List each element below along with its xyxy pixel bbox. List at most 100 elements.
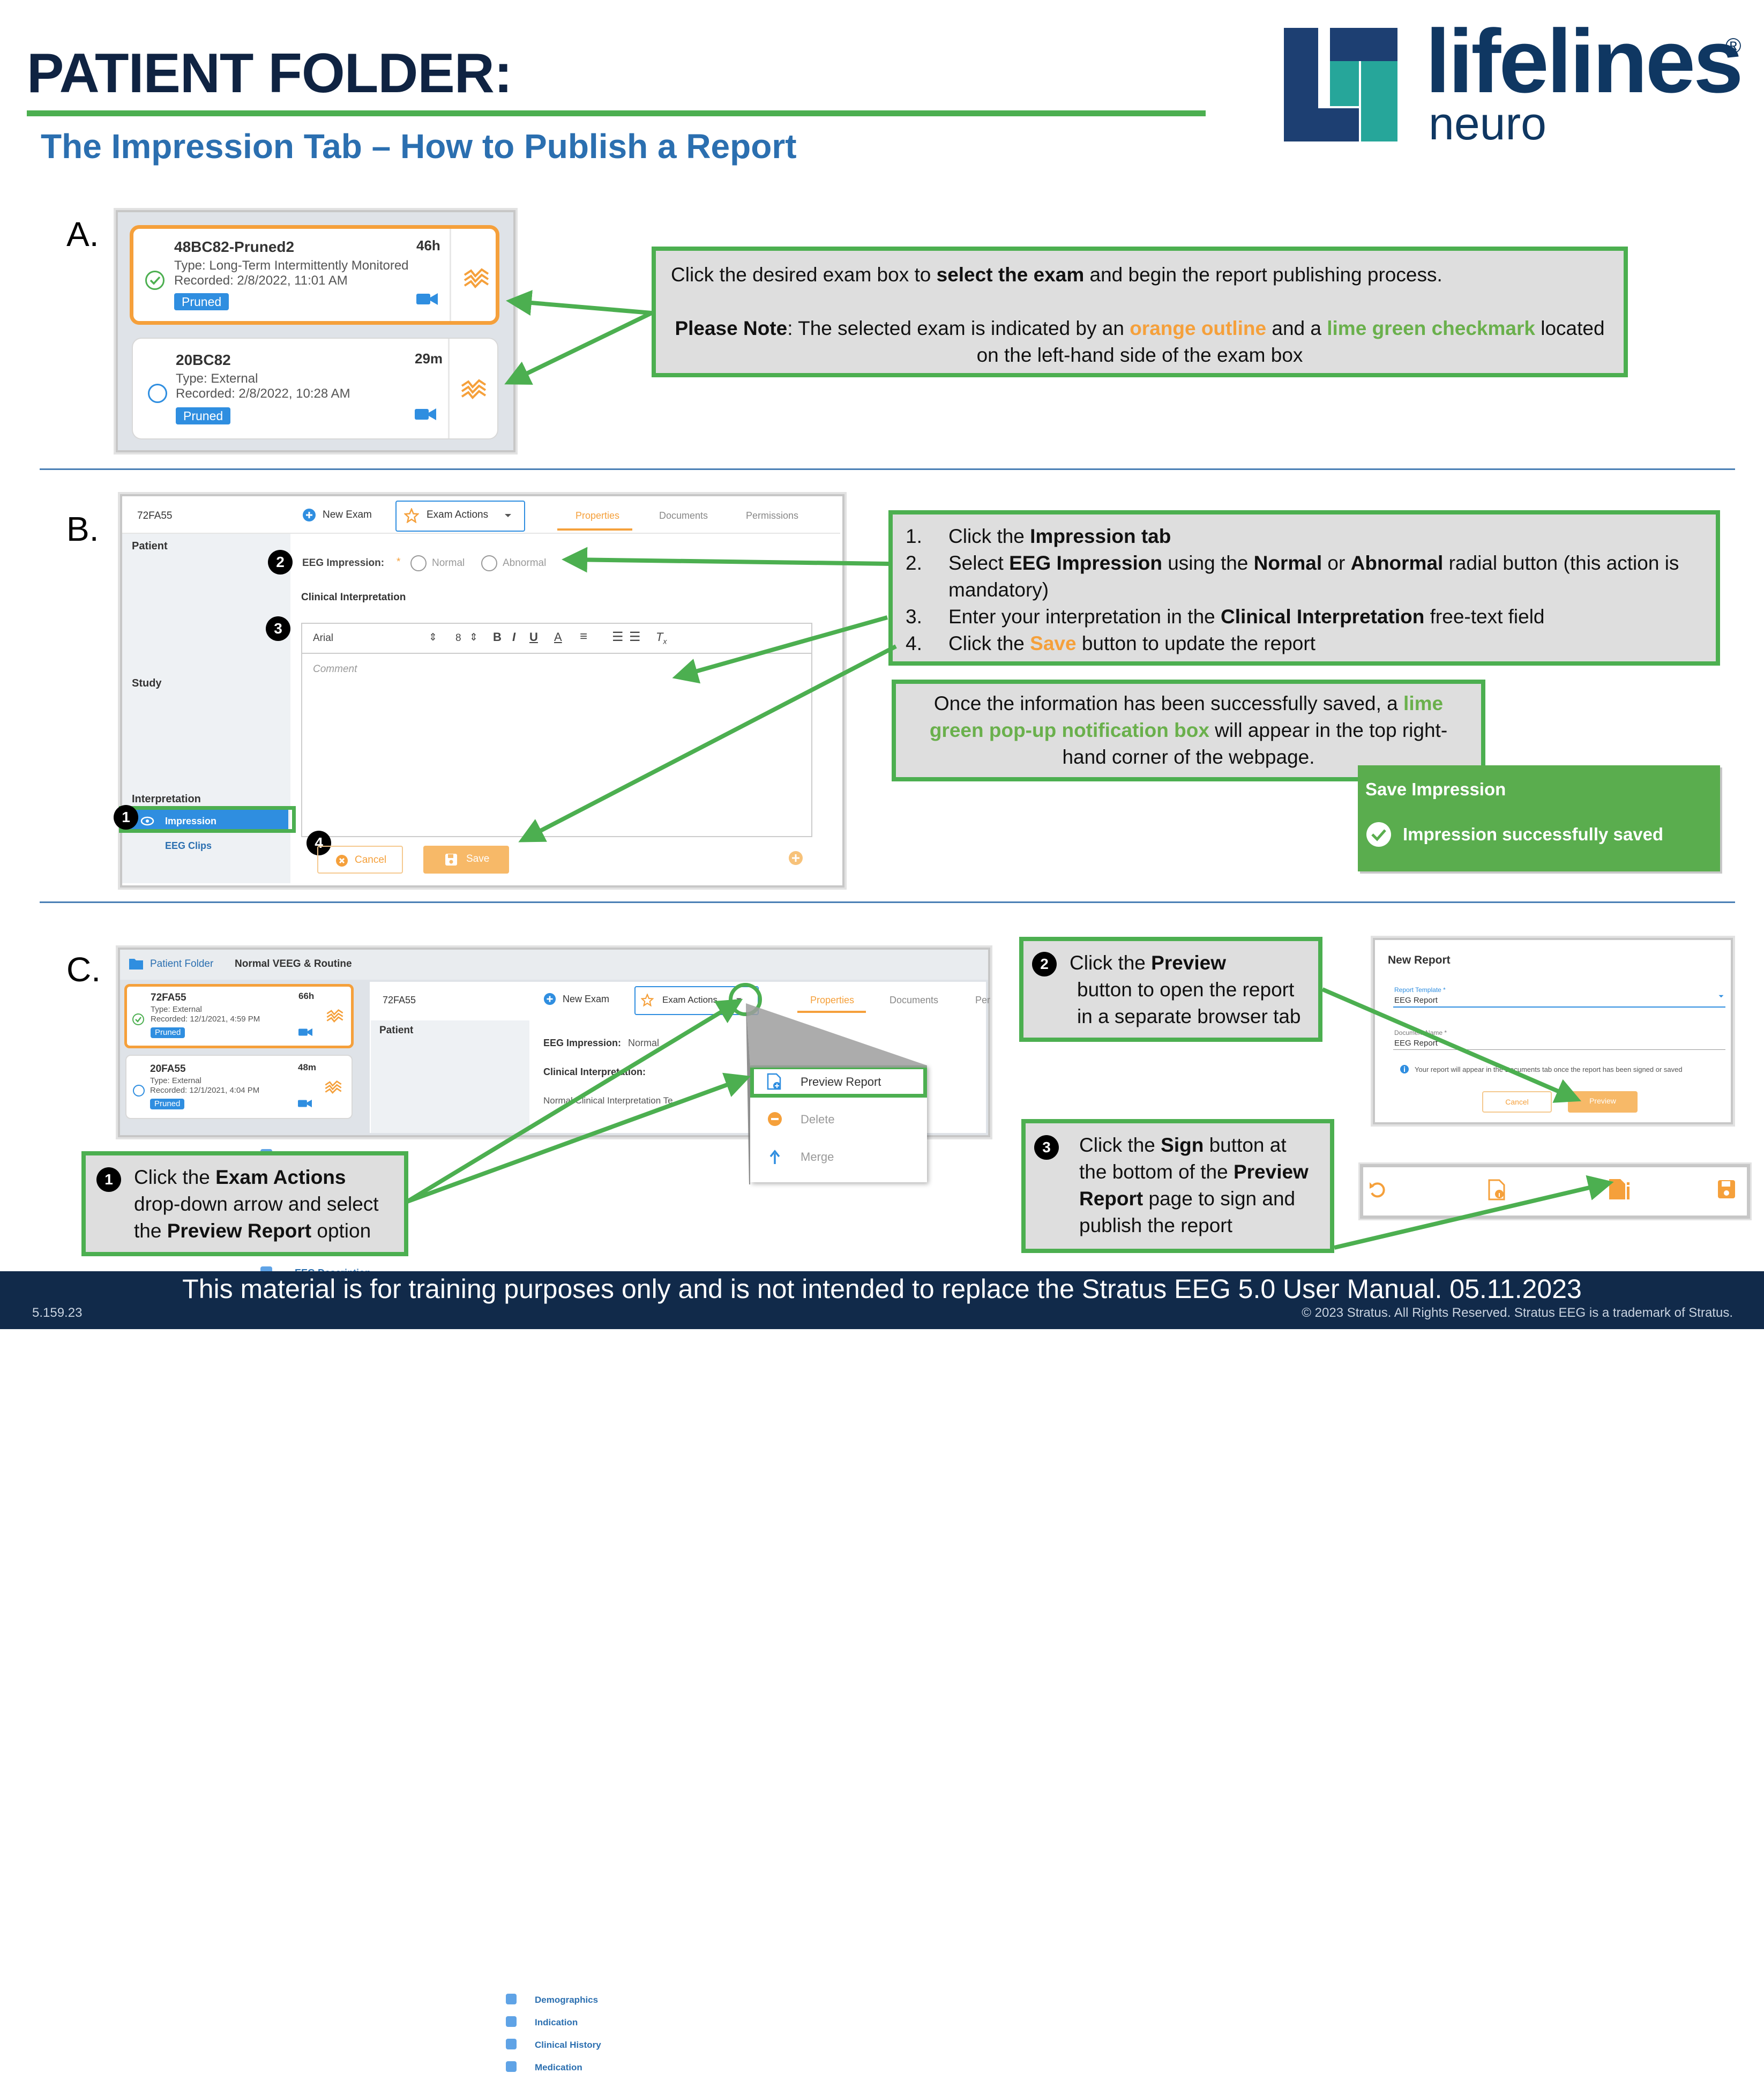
- exam-recorded: Recorded: 12/1/2021, 4:59 PM: [151, 1015, 260, 1024]
- eeg-impression-label: EEG Impression:: [302, 557, 385, 569]
- video-icon: [298, 1099, 312, 1108]
- eeg-wave-icon[interactable]: [464, 265, 489, 292]
- italic-icon[interactable]: I: [512, 630, 516, 644]
- sidebar-item[interactable]: Demographics: [535, 1995, 599, 2005]
- section-c-step2-box: 2 Click the Preview button to open the r…: [1019, 937, 1322, 1042]
- medication-icon: [506, 2061, 517, 2072]
- bullet-list-icon[interactable]: ☰: [629, 630, 641, 644]
- new-exam-button[interactable]: New Exam: [543, 993, 609, 1008]
- exam-recorded: Recorded: 2/8/2022, 10:28 AM: [176, 386, 350, 401]
- exam-card-selected[interactable]: 72FA55 Type: External Recorded: 12/1/202…: [124, 984, 354, 1048]
- tab-properties[interactable]: Properties: [810, 995, 855, 1005]
- nav-section-patient: Patient: [379, 1025, 414, 1036]
- floppy-disk-icon[interactable]: [1717, 1179, 1736, 1199]
- video-icon: [415, 407, 436, 424]
- save-button[interactable]: Save: [423, 846, 509, 874]
- exam-duration: 48m: [298, 1062, 317, 1072]
- add-circle-icon[interactable]: [788, 850, 804, 866]
- exam-list-panel: 48BC82-Pruned2 Type: Long-Term Intermitt…: [116, 210, 515, 452]
- tab-documents[interactable]: Documents: [659, 510, 708, 521]
- title-underline: [27, 110, 1206, 116]
- section-b-letter: B.: [66, 510, 99, 548]
- document-add-icon: [767, 1073, 781, 1090]
- clinical-interpretation-editor[interactable]: Arial ⇕ 8 ⇕ B I U A ≡ ☰ ☰ Tx Comment: [301, 623, 812, 837]
- report-template-label: Report Template *: [1394, 986, 1446, 994]
- exam-id: 20BC82: [176, 352, 231, 368]
- star-icon: [404, 508, 419, 523]
- cancel-button[interactable]: Cancel: [1482, 1091, 1552, 1113]
- sidebar-item-impression[interactable]: Impression: [122, 809, 288, 833]
- pruned-badge: Pruned: [150, 1099, 185, 1109]
- step-number: 4: [307, 831, 331, 855]
- step-line: 1.Click the Impression tab: [906, 525, 1171, 547]
- folder-header: [120, 950, 988, 980]
- eye-icon: [140, 816, 154, 826]
- cancel-button[interactable]: Cancel: [317, 846, 403, 874]
- step-line: 3.Enter your interpretation in the Clini…: [906, 606, 1545, 628]
- report-template-select[interactable]: EEG Report: [1394, 996, 1438, 1005]
- footer-copyright: © 2023 Stratus. All Rights Reserved. Str…: [1302, 1306, 1733, 1320]
- close-circle-icon: [336, 855, 348, 867]
- eeg-wave-icon[interactable]: [461, 376, 487, 402]
- menu-item-delete[interactable]: Delete: [750, 1103, 927, 1135]
- video-icon: [416, 292, 438, 309]
- exam-actions-button[interactable]: Exam Actions: [395, 501, 525, 532]
- nav-section-patient: Patient: [132, 540, 168, 552]
- sidebar-item[interactable]: Indication: [535, 2017, 578, 2027]
- patient-folder-link[interactable]: Patient Folder: [150, 958, 214, 970]
- exam-recorded: Recorded: 2/8/2022, 11:01 AM: [174, 273, 348, 288]
- clear-format-icon[interactable]: Tx: [656, 630, 667, 646]
- radio-normal[interactable]: [410, 555, 427, 571]
- exam-duration: 46h: [416, 237, 440, 253]
- exam-card[interactable]: 20BC82 Type: External Recorded: 2/8/2022…: [132, 338, 498, 439]
- font-size-select[interactable]: 8: [455, 632, 461, 644]
- underline-icon[interactable]: U: [529, 630, 538, 644]
- tab-documents[interactable]: Documents: [890, 995, 939, 1005]
- pruned-badge: Pruned: [151, 1027, 185, 1038]
- exam-type: Type: External: [150, 1076, 201, 1085]
- exam-recorded: Recorded: 12/1/2021, 4:04 PM: [150, 1086, 260, 1095]
- document-name-input[interactable]: EEG Report: [1394, 1039, 1438, 1048]
- exam-id: 72FA55: [151, 992, 186, 1003]
- tab-permissions[interactable]: Permissions: [746, 510, 799, 521]
- callout-arrows: [406, 290, 1614, 1250]
- exam-card-selected[interactable]: 48BC82-Pruned2 Type: Long-Term Intermitt…: [130, 225, 499, 325]
- folder-name: Normal VEEG & Routine: [235, 958, 352, 970]
- section-c-step3-box: 3 Click the Sign button at the bottom of…: [1021, 1119, 1334, 1253]
- sidebar-item-eeg-clips[interactable]: EEG Clips: [165, 840, 212, 851]
- tab-properties[interactable]: Properties: [575, 510, 620, 521]
- ordered-list-icon[interactable]: ☰: [612, 630, 624, 644]
- align-icon[interactable]: ≡: [580, 629, 588, 644]
- info-icon: [1400, 1065, 1409, 1073]
- sidebar-item[interactable]: Medication: [535, 2062, 582, 2072]
- exam-duration: 66h: [298, 991, 315, 1001]
- new-exam-button[interactable]: New Exam: [302, 508, 372, 525]
- section-divider: [40, 901, 1735, 903]
- chevron-down-icon: [505, 514, 511, 517]
- bold-icon[interactable]: B: [493, 630, 502, 644]
- text-color-icon[interactable]: A: [554, 630, 562, 644]
- chevron-down-icon: [1718, 995, 1724, 998]
- document-info-icon[interactable]: [1488, 1179, 1507, 1200]
- exam-duration: 29m: [415, 351, 443, 367]
- exam-type: Type: External: [151, 1005, 202, 1014]
- font-family-select[interactable]: Arial: [313, 632, 334, 644]
- step-number: 2: [268, 550, 293, 575]
- exam-id: 48BC82-Pruned2: [174, 238, 295, 255]
- eeg-impression-label: EEG Impression:: [543, 1038, 622, 1048]
- menu-item-preview-report[interactable]: Preview Report: [750, 1065, 927, 1098]
- sidebar-item[interactable]: Clinical History: [535, 2040, 601, 2050]
- exam-card[interactable]: 20FA55 Type: External Recorded: 12/1/202…: [125, 1055, 353, 1119]
- logo-wordmark: lifelines: [1425, 11, 1744, 111]
- tab-permissions[interactable]: Per: [975, 995, 991, 1005]
- footer-bar: [0, 1271, 1764, 1329]
- step-line: 4.Click the Save button to update the re…: [906, 632, 1315, 654]
- size-select-arrows-icon: ⇕: [469, 632, 478, 643]
- refresh-icon[interactable]: [1369, 1180, 1388, 1200]
- section-b-saved-note: Once the information has been successful…: [892, 680, 1485, 781]
- radio-abnormal[interactable]: [481, 555, 497, 571]
- step-circle-number: 3: [1034, 1135, 1059, 1160]
- menu-item-merge[interactable]: Merge: [750, 1140, 927, 1173]
- plus-circle-icon: [543, 993, 556, 1005]
